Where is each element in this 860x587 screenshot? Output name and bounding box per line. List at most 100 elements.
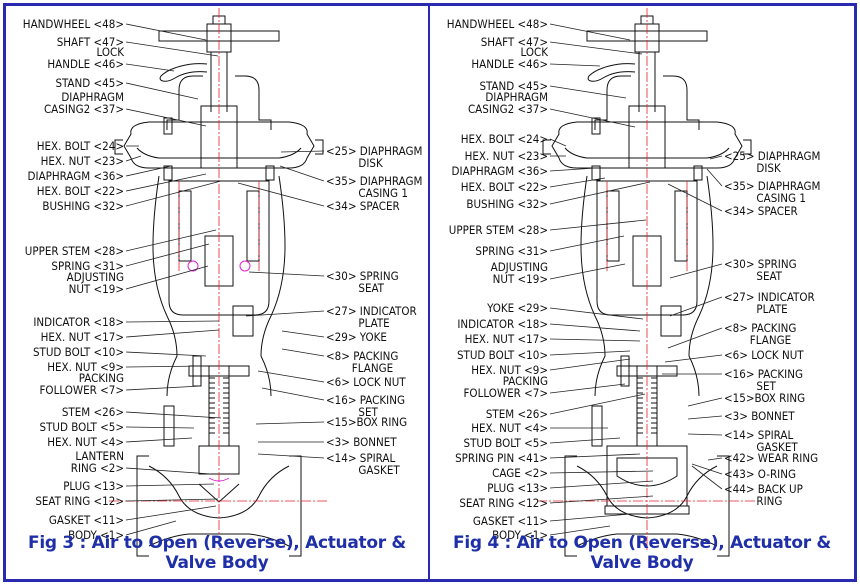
label-line: PACKING [503, 374, 548, 388]
label-line: <25> DIAPHRAGM [724, 149, 820, 163]
leader-line [125, 243, 210, 267]
label-line: <3> BONNET [724, 409, 795, 423]
callout-label-left: CAGE <2> [492, 466, 548, 480]
stud-bolt-packing [620, 355, 630, 387]
label-line: HEX. NUT <23> [41, 154, 124, 168]
leader-line [549, 358, 631, 371]
callout-label-left: SEAT RING <12> [459, 496, 548, 510]
callout-label-right: <29> YOKE [326, 330, 387, 344]
leader-line [549, 350, 631, 356]
callout-label-left: STUD BOLT <5> [464, 436, 548, 450]
hex-bolt-top [591, 117, 601, 135]
label-line: HEX. BOLT <22> [37, 184, 124, 198]
leader-line [549, 167, 597, 172]
plug [616, 457, 678, 487]
leader-line [549, 41, 643, 55]
label-line: UPPER STEM <28> [449, 223, 548, 237]
stud-bolt-body [163, 405, 175, 447]
label-line: HEX. NUT <23> [465, 149, 548, 163]
leader-line [255, 421, 325, 425]
label-line: CASING 1 [756, 191, 806, 205]
leader-line [549, 323, 641, 332]
label-line: BUSHING <32> [466, 197, 548, 211]
label-line: STUD BOLT <10> [33, 345, 124, 359]
label-line: <27> INDICATOR [724, 290, 815, 304]
stud-bolt-packing [192, 355, 202, 387]
label-line: PLUG <13> [63, 479, 124, 493]
shaft [210, 52, 228, 112]
leader-line [125, 467, 212, 475]
leader-line [279, 165, 325, 182]
label-line: <16> PACKING [326, 393, 405, 407]
label-line: SPRING PIN <41> [455, 451, 548, 465]
label-line: GASKET [358, 463, 400, 477]
upper-stem-block [204, 235, 234, 287]
label-line: HANDWHEEL <48> [23, 17, 124, 31]
callout-label-left: HEX. NUT <23> [41, 154, 124, 168]
indicator-plate [660, 305, 682, 337]
leader-line [257, 453, 325, 459]
callout-label-right: <3> BONNET [326, 435, 397, 449]
label-line: RING <2> [71, 461, 124, 475]
label-line: ADJUSTING [491, 260, 548, 274]
callout-label-left: PLUG <13> [63, 479, 124, 493]
callout-label-left: STAND <45> [55, 76, 124, 90]
label-line: HEX. NUT <9> [471, 363, 548, 377]
label-line: HANDLE <46> [471, 57, 548, 71]
spacer-block [200, 105, 238, 169]
label-line: <8> PACKING [724, 321, 796, 335]
label-line: <29> YOKE [326, 330, 387, 344]
label-line: GASKET <11> [49, 513, 124, 527]
leader-line [667, 327, 723, 349]
top-nut [640, 15, 654, 25]
label-line: BUSHING <32> [42, 199, 124, 213]
handwheel [158, 30, 280, 42]
label-line: LANTERN [75, 449, 124, 463]
label-line: HANDLE <46> [47, 57, 124, 71]
callout-label-left: DIAPHRAGM <36> [452, 164, 548, 178]
callout-label-left: SHAFT <47> [57, 35, 124, 49]
label-line: PLUG <13> [487, 481, 548, 495]
leader-line [125, 320, 220, 323]
stand [594, 75, 700, 130]
label-line: <35> DIAPHRAGM [326, 174, 422, 188]
label-line: <30> SPRING [326, 269, 399, 283]
label-line: <30> SPRING [724, 257, 797, 271]
callout-label-left: HEX. BOLT <24> [37, 139, 124, 153]
leader-line [687, 433, 723, 436]
leader-line [549, 480, 654, 489]
label-line: GASKET <11> [473, 514, 548, 528]
leader-line [261, 387, 325, 401]
leader-line [125, 82, 199, 100]
leader-line [125, 155, 142, 162]
label-line: RING [756, 494, 782, 508]
handwheel [586, 30, 708, 42]
leader-line [549, 525, 611, 536]
callout-label-right: <43> O-RING [724, 467, 796, 481]
label-line: HEX. BOLT <24> [37, 139, 124, 153]
label-line: FLANGE [352, 361, 393, 375]
callout-label-left: STUD BOLT <10> [33, 345, 124, 359]
label-line: SPRING <31> [475, 244, 548, 258]
label-line: <15>BOX RING [724, 391, 805, 405]
leader-line [281, 348, 325, 357]
plug-highlight [208, 477, 230, 482]
label-line: DIAPHRAGM <36> [452, 164, 548, 178]
body-flanges [564, 455, 730, 557]
callout-label-left: HEX. BOLT <22> [461, 180, 548, 194]
leader-line [125, 437, 193, 443]
leader-line [549, 453, 641, 459]
yoke [152, 175, 286, 397]
indicator-plate [232, 305, 254, 337]
leader-line [687, 415, 723, 420]
